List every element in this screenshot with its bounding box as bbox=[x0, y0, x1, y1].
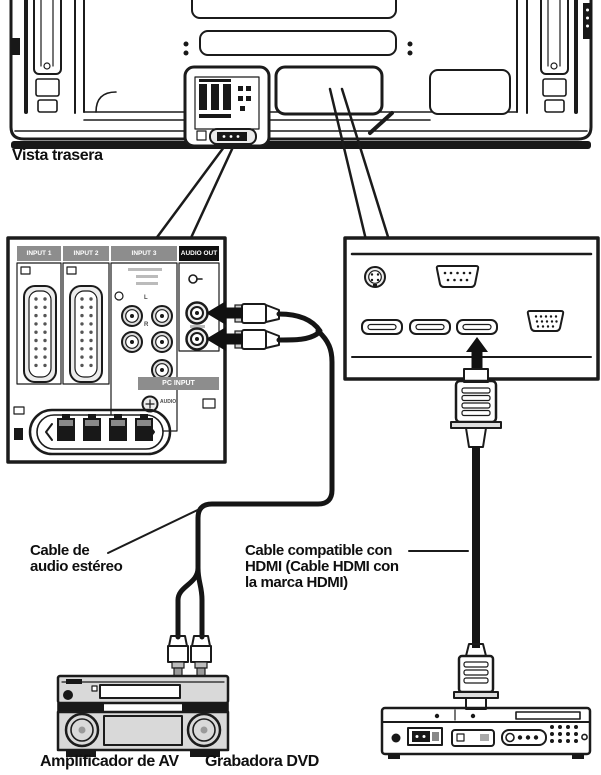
dsub9-connector bbox=[435, 265, 480, 288]
dvd-button-grid bbox=[550, 725, 588, 743]
pc-input-label: PC INPUT bbox=[162, 380, 195, 387]
rca-jack-grid bbox=[121, 305, 173, 381]
input3-jacks bbox=[114, 268, 173, 381]
rca-plug-down-right bbox=[190, 635, 212, 677]
hdmi-plug-top bbox=[450, 368, 502, 448]
amp-volume-knob bbox=[64, 712, 100, 748]
pointer-lines bbox=[153, 87, 391, 242]
dvd-center-module bbox=[451, 729, 495, 747]
arrow-left-icon bbox=[206, 327, 243, 351]
hdmi-cable-label: Cable compatible con HDMI (Cable HDMI co… bbox=[245, 542, 399, 592]
scart-connector-2 bbox=[69, 285, 103, 383]
dvd-connector-block bbox=[407, 727, 443, 746]
hdmi-cable bbox=[408, 337, 502, 710]
audio-cable-label: Cable de audio estéreo bbox=[30, 542, 123, 576]
rca-plug-down-left bbox=[167, 635, 189, 677]
speaker-terminals bbox=[57, 414, 153, 441]
audio-label-leader bbox=[107, 504, 209, 554]
av-amplifier bbox=[56, 674, 230, 757]
left-detail-panel bbox=[6, 236, 227, 464]
right-detail-panel bbox=[343, 236, 600, 381]
tv-rear-view bbox=[9, 0, 593, 149]
arrow-left-icon bbox=[206, 301, 243, 325]
dvd-recorder-label: Grabadora DVD bbox=[205, 753, 319, 770]
pc-dsub-icon bbox=[202, 398, 216, 409]
channel-left-label: L bbox=[144, 295, 148, 301]
amp-display bbox=[103, 715, 183, 746]
audio-out-icon bbox=[188, 274, 198, 284]
hdmi-plug-bottom bbox=[453, 643, 499, 710]
tv-hdmi-door bbox=[274, 65, 394, 135]
pc-input-bar bbox=[138, 377, 219, 390]
panel-header-input2: INPUT 2 bbox=[73, 250, 99, 257]
rear-view-caption: Vista trasera bbox=[12, 147, 103, 164]
panel-header-input1: INPUT 1 bbox=[26, 250, 52, 257]
tv-right-speaker bbox=[526, 0, 592, 114]
dvd-recorder bbox=[380, 706, 592, 759]
tv-base-bar bbox=[11, 141, 591, 149]
channel-right-label: R bbox=[144, 322, 149, 328]
pc-audio-label: AUDIO bbox=[160, 399, 177, 405]
audio-out-jacks bbox=[185, 274, 209, 351]
service-connector bbox=[364, 266, 386, 288]
panel-header-input3: INPUT 3 bbox=[131, 250, 157, 257]
tv-mini-connector-panel bbox=[183, 65, 271, 148]
amplifier-label: Amplificador de AV bbox=[40, 753, 179, 770]
hdmi-port-2 bbox=[409, 319, 451, 335]
panel-header-audio-out: AUDIO OUT bbox=[180, 250, 218, 257]
hdmi-port-1 bbox=[361, 319, 403, 335]
scart-connector-1 bbox=[23, 285, 57, 383]
pc-input-section bbox=[138, 377, 219, 413]
amp-selector-knob bbox=[186, 712, 222, 748]
stereo-audio-cable bbox=[107, 301, 335, 677]
dvd-av-jacks bbox=[501, 729, 547, 746]
tv-recess-bay bbox=[429, 69, 511, 115]
speaker-terminal-block bbox=[13, 406, 172, 456]
arrow-up-icon bbox=[466, 337, 488, 371]
vga-connector bbox=[526, 310, 565, 332]
tv-left-speaker bbox=[11, 0, 76, 114]
door-flap bbox=[368, 111, 394, 135]
hdmi-port-3 bbox=[456, 319, 498, 335]
